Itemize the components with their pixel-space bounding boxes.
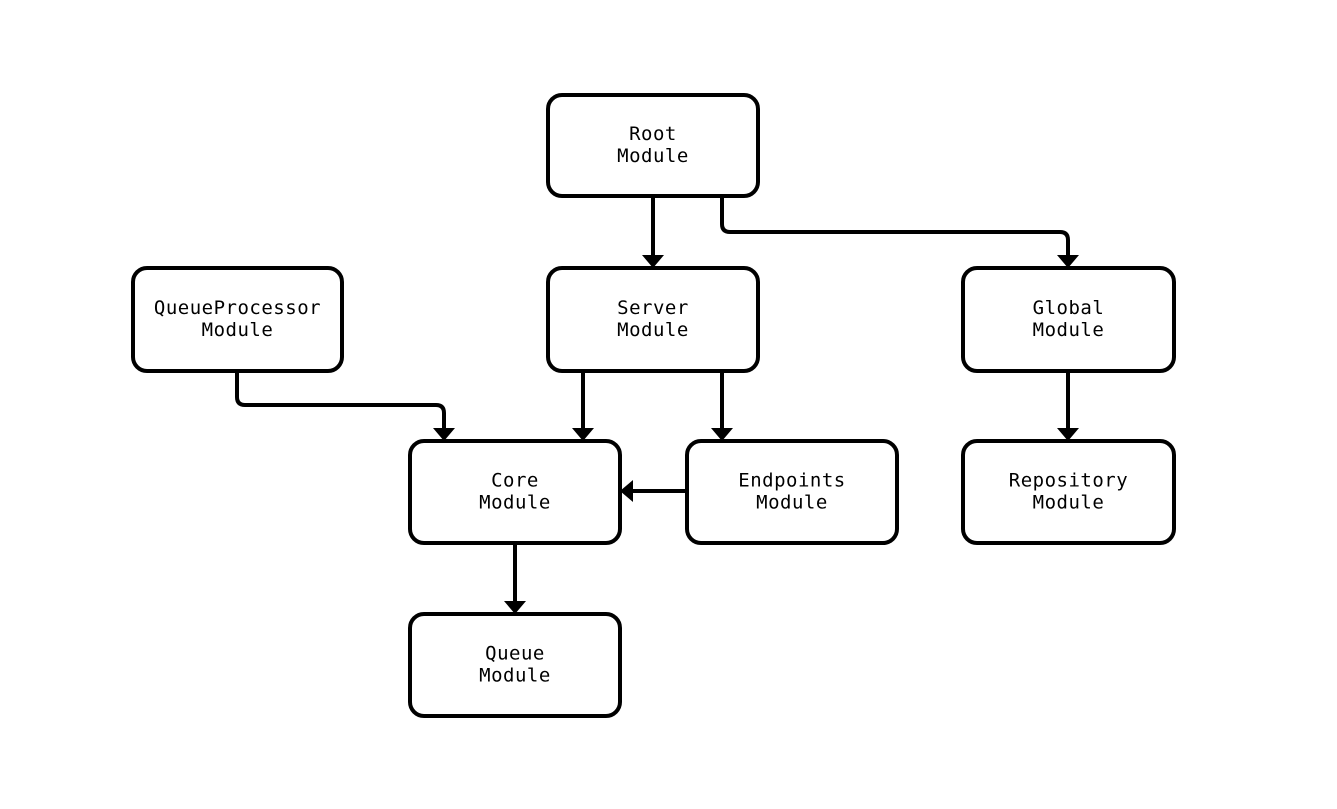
core-module-node-label-line2: Module	[479, 492, 551, 514]
server-module-node-label-line2: Module	[617, 319, 689, 341]
edges-layer	[235, 196, 1079, 614]
edge-root-to-global-line	[720, 196, 1070, 258]
edge-queueprocessor-to-core	[235, 371, 455, 441]
root-module-node-label-line1: Root	[629, 123, 677, 145]
endpoints-module-node-rect[interactable]	[685, 439, 899, 545]
repository-module-node-label-line1: Repository	[1009, 470, 1128, 492]
root-module-node-rect[interactable]	[546, 93, 760, 198]
global-module-node-rect[interactable]	[961, 266, 1176, 373]
repository-module-node-rect[interactable]	[961, 439, 1176, 545]
global-module-node-label-line2: Module	[1033, 319, 1105, 341]
root-module-node-label-line2: Module	[617, 145, 689, 167]
edge-server-to-core-arrowhead-icon	[572, 428, 594, 441]
edge-global-to-repository	[1057, 371, 1079, 441]
edge-root-to-server	[642, 196, 664, 268]
endpoints-module-node-label-line2: Module	[756, 492, 828, 514]
queueprocessor-module-node-rect[interactable]	[131, 266, 344, 373]
core-module-node-rect[interactable]	[408, 439, 622, 545]
edge-root-to-global-arrowhead-icon	[1057, 255, 1079, 268]
edge-global-to-repository-arrowhead-icon	[1057, 428, 1079, 441]
queueprocessor-module-node-label-line2: Module	[202, 319, 274, 341]
server-module-node-label-line1: Server	[617, 297, 689, 319]
queue-module-node-rect[interactable]	[408, 612, 622, 718]
server-module-node-rect[interactable]	[546, 266, 760, 373]
edge-core-to-queue-arrowhead-icon	[504, 601, 526, 614]
edge-root-to-global	[720, 196, 1079, 268]
repository-module-node-label-line2: Module	[1033, 492, 1105, 514]
edge-server-to-core	[572, 371, 594, 441]
nodes-layer: RootModuleQueueProcessorModuleServerModu…	[131, 93, 1176, 718]
edge-server-to-endpoints	[711, 371, 733, 441]
queue-module-node-label-line2: Module	[479, 665, 551, 687]
edge-queueprocessor-to-core-arrowhead-icon	[433, 428, 455, 441]
global-module-node-label-line1: Global	[1033, 297, 1105, 319]
edge-core-to-queue	[504, 543, 526, 614]
core-module-node-label-line1: Core	[491, 470, 539, 492]
queue-module-node-label-line1: Queue	[485, 643, 545, 665]
queueprocessor-module-node-label-line1: QueueProcessor	[154, 297, 321, 319]
edge-queueprocessor-to-core-line	[235, 371, 446, 431]
edge-server-to-endpoints-arrowhead-icon	[711, 428, 733, 441]
edge-endpoints-to-core-arrowhead-icon	[620, 480, 633, 502]
edge-root-to-server-arrowhead-icon	[642, 255, 664, 268]
edge-endpoints-to-core	[620, 480, 687, 502]
endpoints-module-node-label-line1: Endpoints	[738, 470, 845, 492]
